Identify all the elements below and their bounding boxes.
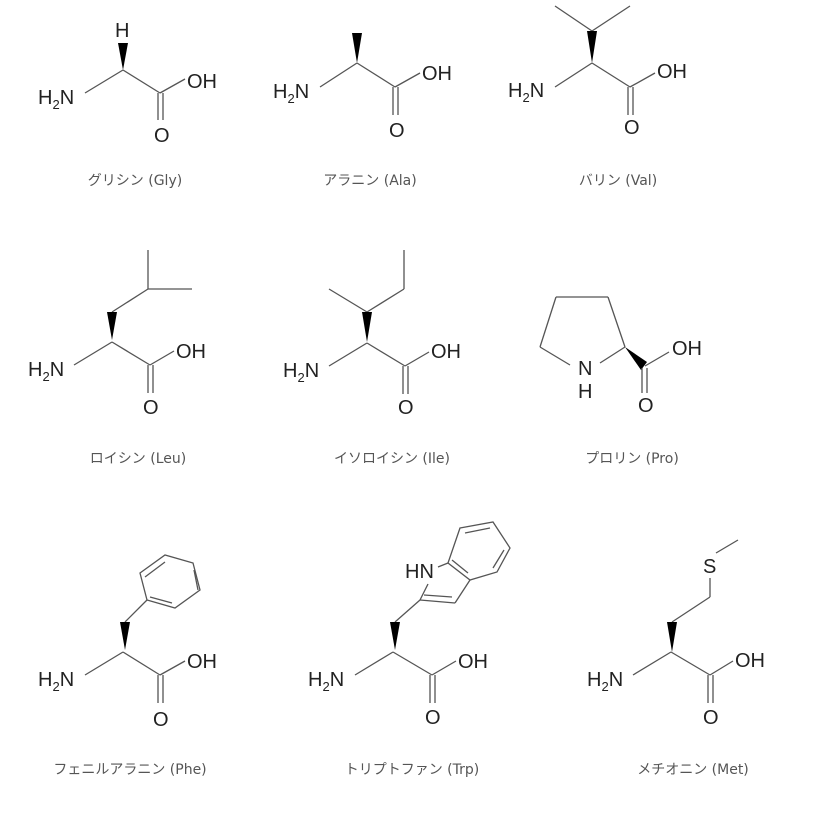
wedge-bond bbox=[118, 43, 128, 70]
atom-h2n: H2N bbox=[283, 360, 319, 385]
structure-valine: H2N OH O バリン (Val) bbox=[508, 5, 687, 189]
wedge-bond bbox=[362, 312, 372, 342]
wedge-bond bbox=[625, 347, 647, 370]
structure-alanine: H2N OH O アラニン (Ala) bbox=[273, 33, 452, 189]
atom-o: O bbox=[703, 707, 719, 729]
atom-oh: OH bbox=[672, 338, 702, 360]
structure-methionine: S H2N OH O メチオニン (Met) bbox=[587, 539, 765, 778]
label-phenylalanine: フェニルアラニン (Phe) bbox=[53, 762, 206, 778]
atom-o: O bbox=[398, 397, 414, 419]
atom-oh: OH bbox=[735, 650, 765, 672]
atom-o: O bbox=[153, 709, 169, 731]
label-valine: バリン (Val) bbox=[579, 173, 657, 189]
atom-h2n: H2N bbox=[38, 669, 74, 694]
atom-hn: HN bbox=[405, 561, 434, 583]
atom-oh: OH bbox=[187, 71, 217, 93]
atom-oh: OH bbox=[458, 651, 488, 673]
atom-oh: OH bbox=[657, 61, 687, 83]
wedge-bond bbox=[587, 31, 597, 63]
label-isoleucine: イソロイシン (Ile) bbox=[334, 451, 450, 467]
label-proline: プロリン (Pro) bbox=[585, 451, 679, 467]
structure-tryptophan: HN H2N OH O トリプトファン (Trp) bbox=[308, 521, 511, 778]
atom-h2n: H2N bbox=[273, 81, 309, 106]
wedge-bond bbox=[120, 622, 130, 650]
atom-h: H bbox=[578, 381, 592, 403]
atom-s: S bbox=[703, 556, 716, 578]
label-alanine: アラニン (Ala) bbox=[323, 173, 416, 189]
wedge-bond bbox=[352, 33, 362, 63]
atom-oh: OH bbox=[187, 651, 217, 673]
label-methionine: メチオニン (Met) bbox=[637, 762, 749, 778]
structure-glycine: H H2N OH O グリシン (Gly) bbox=[38, 20, 217, 189]
label-glycine: グリシン (Gly) bbox=[88, 173, 182, 189]
label-leucine: ロイシン (Leu) bbox=[90, 451, 186, 467]
wedge-bond bbox=[390, 622, 400, 650]
wedge-bond bbox=[667, 622, 677, 652]
atom-o: O bbox=[154, 125, 170, 147]
atom-o: O bbox=[143, 397, 159, 419]
atom-n: N bbox=[578, 358, 592, 380]
wedge-bond bbox=[107, 312, 117, 340]
atom-oh: OH bbox=[176, 341, 206, 363]
label-tryptophan: トリプトファン (Trp) bbox=[345, 762, 480, 778]
atom-o: O bbox=[638, 395, 654, 417]
atom-h2n: H2N bbox=[38, 87, 74, 112]
atom-o: O bbox=[624, 117, 640, 139]
structure-phenylalanine: H2N OH O フェニルアラニン (Phe) bbox=[38, 554, 217, 778]
structure-leucine: H2N OH O ロイシン (Leu) bbox=[28, 250, 206, 467]
structure-proline: N H OH O プロリン (Pro) bbox=[539, 296, 702, 467]
atom-h2n: H2N bbox=[508, 80, 544, 105]
atom-oh: OH bbox=[422, 63, 452, 85]
atom-h: H bbox=[115, 20, 129, 42]
atom-h2n: H2N bbox=[308, 669, 344, 694]
atom-o: O bbox=[389, 120, 405, 142]
atom-o: O bbox=[425, 707, 441, 729]
atom-h2n: H2N bbox=[587, 669, 623, 694]
atom-h2n: H2N bbox=[28, 359, 64, 384]
structure-isoleucine: H2N OH O イソロイシン (Ile) bbox=[283, 250, 461, 467]
atom-oh: OH bbox=[431, 341, 461, 363]
